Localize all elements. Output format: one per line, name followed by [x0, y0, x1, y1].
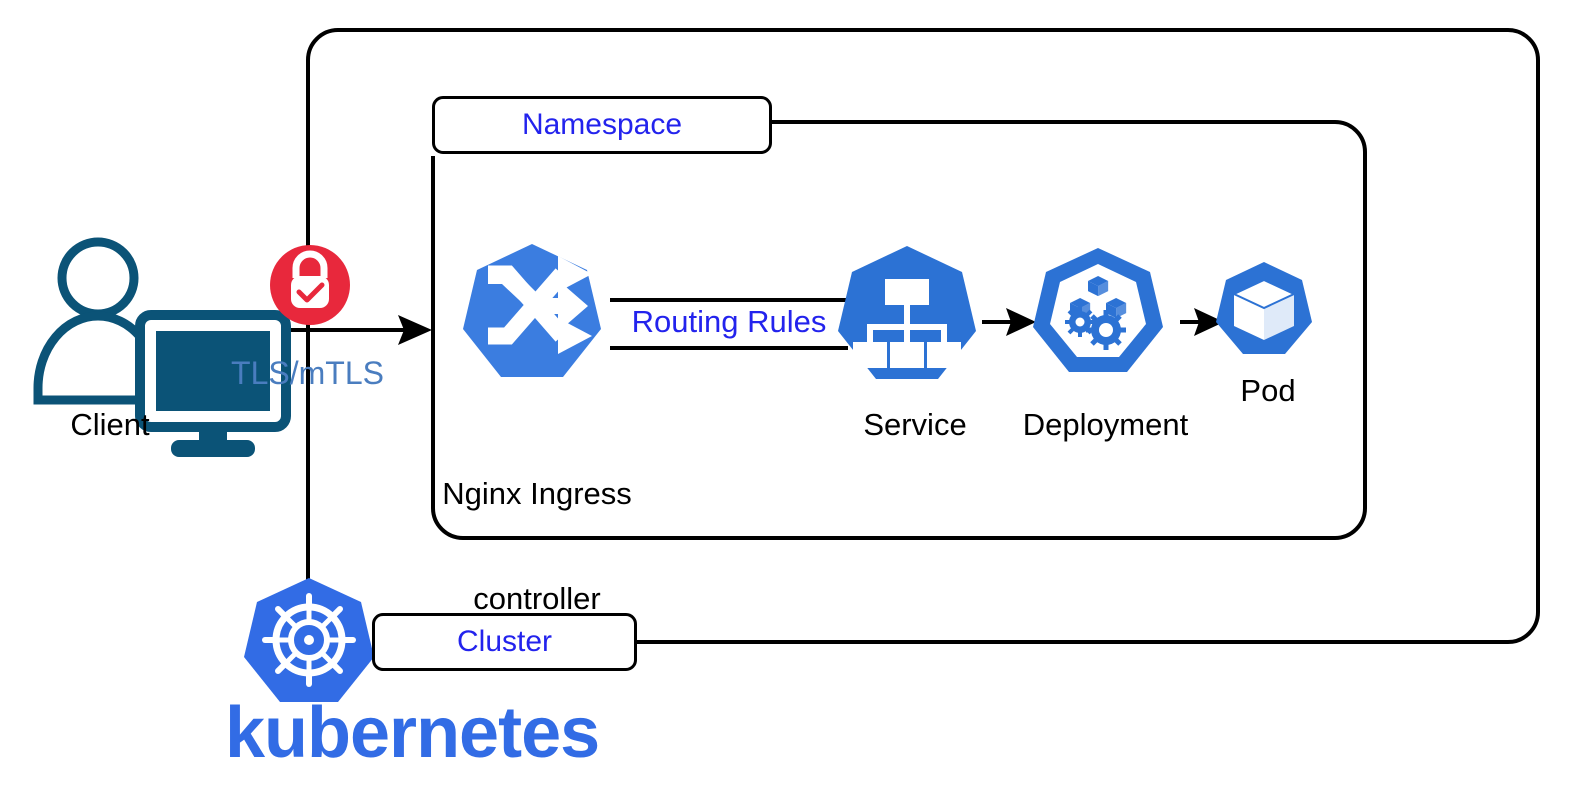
ingress-node-label-line2: controller: [473, 580, 601, 616]
kubernetes-wordmark: kubernetes: [225, 693, 600, 773]
tls-arrowhead-right: [398, 315, 432, 345]
cluster-label-text: Cluster: [456, 625, 553, 658]
deployment-pod-arrowhead: [1194, 308, 1224, 336]
routing-rules-label: Routing Rules: [631, 304, 827, 339]
cluster-label-box[interactable]: Cluster: [372, 613, 637, 671]
deployment-node-label: Deployment: [1022, 407, 1189, 442]
service-deployment-arrowhead: [1006, 308, 1036, 336]
pod-node-label: Pod: [1240, 373, 1296, 408]
service-node-label: Service: [863, 407, 967, 442]
tls-connection-label: TLS/mTLS: [231, 355, 384, 391]
namespace-boundary: [431, 120, 1367, 540]
namespace-label-box[interactable]: Namespace: [432, 96, 772, 154]
cluster-boundary: [306, 28, 1540, 644]
ingress-node-label-line1: Nginx Ingress: [442, 476, 632, 512]
namespace-label-text: Namespace: [521, 108, 683, 141]
ingress-node-label: Nginx Ingress controller: [412, 408, 662, 686]
client-node-label: Client: [70, 407, 150, 442]
